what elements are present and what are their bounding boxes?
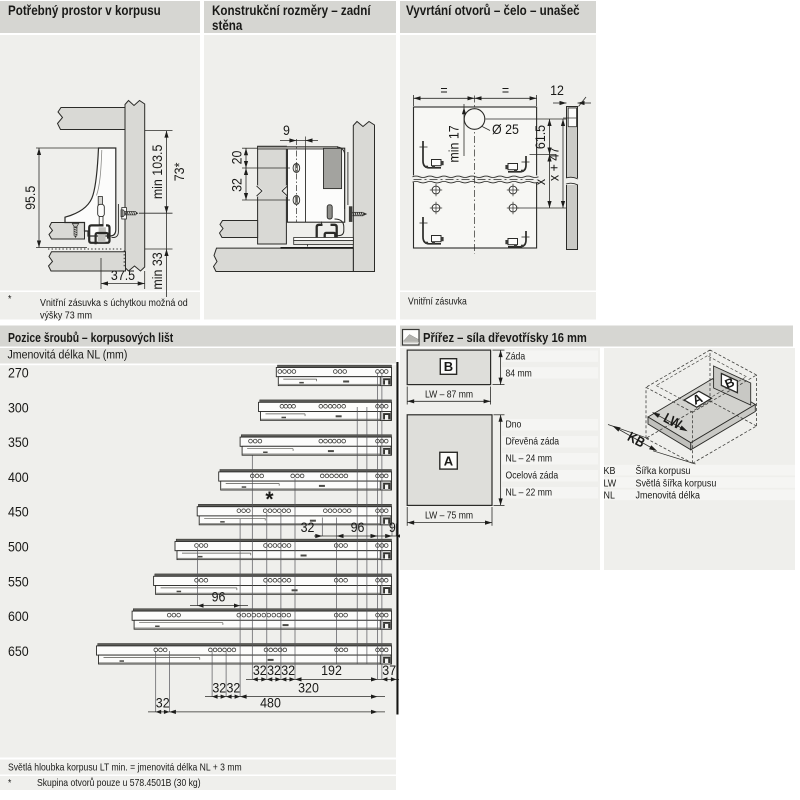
svg-text:Potřebný prostor v korpusu: Potřebný prostor v korpusu xyxy=(8,3,161,18)
svg-text:96: 96 xyxy=(351,520,365,536)
svg-text:20: 20 xyxy=(229,151,245,165)
svg-text:61.5: 61.5 xyxy=(533,125,549,149)
svg-text:320: 320 xyxy=(298,680,319,696)
svg-text:LW – 87 mm: LW – 87 mm xyxy=(425,389,473,401)
svg-text:B: B xyxy=(444,359,453,374)
svg-text:450: 450 xyxy=(8,504,29,520)
svg-text:Vyvrtání otvorů – čelo – unaše: Vyvrtání otvorů – čelo – unašeč xyxy=(406,3,580,18)
svg-text:350: 350 xyxy=(8,435,29,451)
svg-text:min 103.5: min 103.5 xyxy=(150,145,166,200)
svg-text:A: A xyxy=(444,453,454,468)
svg-text:min 33: min 33 xyxy=(150,252,166,289)
svg-text:32: 32 xyxy=(156,695,170,711)
svg-text:LW – 75 mm: LW – 75 mm xyxy=(425,510,473,522)
svg-text:Pozice šroubů – korpusových li: Pozice šroubů – korpusových lišt xyxy=(8,331,173,345)
svg-text:Světlá hloubka korpusu LT min.: Světlá hloubka korpusu LT min. = jmenovi… xyxy=(8,762,242,774)
svg-text:95.5: 95.5 xyxy=(23,186,39,210)
svg-text:x + 47: x + 47 xyxy=(546,147,562,181)
svg-text:32: 32 xyxy=(226,680,240,696)
svg-text:12: 12 xyxy=(550,83,564,99)
svg-text:Dno: Dno xyxy=(506,419,522,431)
svg-text:*: * xyxy=(265,488,274,511)
svg-text:Vnitřní zásuvka s úchytkou mož: Vnitřní zásuvka s úchytkou možná od xyxy=(40,297,188,309)
svg-text:480: 480 xyxy=(260,695,281,711)
svg-text:Jmenovitá délka NL (mm): Jmenovitá délka NL (mm) xyxy=(8,349,128,362)
svg-text:=: = xyxy=(440,82,447,98)
svg-text:96: 96 xyxy=(212,589,226,605)
svg-text:400: 400 xyxy=(8,469,29,485)
svg-text:Šířka korpusu: Šířka korpusu xyxy=(636,465,691,477)
svg-text:Skupina otvorů pouze u 578.450: Skupina otvorů pouze u 578.4501B (30 kg) xyxy=(37,777,201,789)
svg-text:Konstrukční rozměry – zadní: Konstrukční rozměry – zadní xyxy=(212,3,371,18)
svg-text:KB: KB xyxy=(625,428,648,450)
svg-text:LW: LW xyxy=(661,410,685,433)
svg-text:stěna: stěna xyxy=(212,18,243,33)
svg-text:500: 500 xyxy=(8,539,29,555)
svg-text:550: 550 xyxy=(8,574,29,590)
svg-text:Dřevěná záda: Dřevěná záda xyxy=(506,436,560,448)
svg-text:37.5: 37.5 xyxy=(111,267,135,283)
svg-text:9: 9 xyxy=(283,123,290,139)
svg-text:Ocelová záda: Ocelová záda xyxy=(506,470,559,482)
svg-text:32: 32 xyxy=(253,663,267,679)
svg-text:270: 270 xyxy=(8,365,29,381)
svg-text:x: x xyxy=(533,178,549,185)
svg-text:Vnitřní zásuvka: Vnitřní zásuvka xyxy=(408,296,467,308)
svg-text:=: = xyxy=(502,82,509,98)
svg-text:73*: 73* xyxy=(172,163,188,182)
svg-text:300: 300 xyxy=(8,400,29,416)
svg-text:32: 32 xyxy=(281,663,295,679)
svg-text:32: 32 xyxy=(267,663,281,679)
svg-text:600: 600 xyxy=(8,609,29,625)
svg-text:*: * xyxy=(8,777,12,789)
svg-text:KB: KB xyxy=(604,465,616,477)
svg-text:84 mm: 84 mm xyxy=(506,368,532,380)
svg-text:min 17: min 17 xyxy=(446,125,462,162)
svg-text:Ø 25: Ø 25 xyxy=(492,122,519,138)
svg-text:Světlá šířka korpusu: Světlá šířka korpusu xyxy=(636,478,717,490)
svg-text:Jmenovitá délka: Jmenovitá délka xyxy=(636,490,701,502)
svg-text:192: 192 xyxy=(321,663,342,679)
svg-text:NL: NL xyxy=(604,490,616,502)
svg-text:*: * xyxy=(8,293,12,305)
svg-text:výšky 73 mm: výšky 73 mm xyxy=(40,310,92,322)
svg-text:32: 32 xyxy=(212,680,226,696)
svg-text:Záda: Záda xyxy=(506,351,526,363)
svg-text:NL – 22 mm: NL – 22 mm xyxy=(506,487,553,499)
svg-text:Přířez – síla dřevotřísky 16 m: Přířez – síla dřevotřísky 16 mm xyxy=(423,330,587,345)
svg-text:37: 37 xyxy=(382,663,396,679)
svg-text:9: 9 xyxy=(389,520,396,536)
svg-text:LW: LW xyxy=(604,478,617,490)
svg-text:32: 32 xyxy=(229,178,245,192)
svg-text:650: 650 xyxy=(8,643,29,659)
svg-text:32: 32 xyxy=(301,520,315,536)
svg-text:NL – 24 mm: NL – 24 mm xyxy=(506,453,553,465)
